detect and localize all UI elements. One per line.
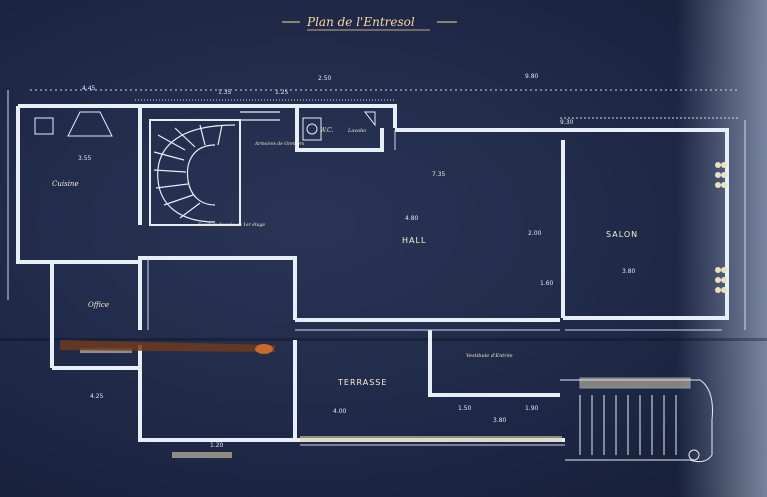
dim-12: 4.25 — [90, 393, 104, 400]
dim-4: 2.50 — [318, 75, 332, 82]
dim-overall: 9.80 — [525, 73, 539, 80]
terrace-balustrade — [80, 348, 562, 458]
sheet-light-edge — [677, 0, 767, 497]
wc-fixtures — [302, 111, 376, 141]
thin-lines — [7, 89, 746, 446]
room-vestibule: Vestibule d'Entrée — [466, 352, 513, 359]
fold-stain — [60, 340, 275, 354]
dim-10: 3.80 — [622, 268, 636, 275]
room-wc: W.C. — [320, 127, 333, 134]
plan-title: Plan de l'Entresol — [282, 15, 457, 31]
dim-9: 2.00 — [528, 230, 542, 237]
dim-2: 1.35 — [218, 89, 232, 96]
dim-3: 1.25 — [275, 89, 289, 96]
dim-8: 4.80 — [405, 215, 419, 222]
kitchen-hood — [34, 111, 113, 137]
wall-office-top — [52, 256, 297, 320]
dim-14: 1.90 — [525, 405, 539, 412]
dim-5: 9.30 — [560, 119, 574, 126]
paper-fold — [0, 338, 767, 341]
dim-1: 4.45 — [82, 85, 96, 92]
room-cuisine: Cuisine — [52, 180, 79, 188]
wall-wc — [295, 106, 384, 152]
dim-17: 1.60 — [540, 280, 554, 287]
dim-16: 3.80 — [493, 417, 507, 424]
wall-lower-left — [138, 345, 295, 442]
stair-note: Escalier d'accès au 1er étage — [197, 221, 265, 228]
salon-radiators — [715, 162, 727, 293]
room-lavabo: Lavabo — [347, 128, 366, 134]
wall-top-hall — [395, 128, 729, 320]
room-salon: SALON — [606, 230, 638, 239]
room-hall: HALL — [402, 236, 426, 245]
wall-outer-left — [16, 106, 54, 368]
room-terrasse: TERRASSE — [337, 378, 387, 387]
spiral-staircase — [149, 111, 280, 226]
dim-6: 3.55 — [78, 155, 92, 162]
title-text: Plan de l'Entresol — [306, 15, 415, 29]
dim-13: 1.50 — [458, 405, 472, 412]
room-office: Office — [88, 301, 109, 309]
dim-15: 1.20 — [210, 442, 224, 449]
walls — [16, 104, 729, 442]
dim-11: 4.00 — [333, 408, 347, 415]
cupboard-note: Armoires de Greniers — [254, 141, 305, 147]
dim-7: 7.35 — [432, 171, 446, 178]
entry-steps — [560, 377, 713, 463]
wall-vestibule — [428, 330, 560, 397]
wall-top-left — [18, 104, 397, 128]
